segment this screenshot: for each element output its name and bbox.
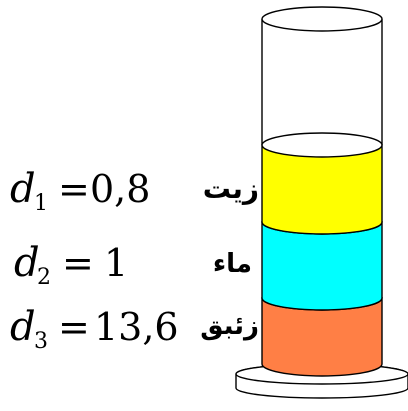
- substance-label: زئبق: [200, 311, 259, 341]
- density-symbol: d: [10, 166, 36, 212]
- equals-sign: =: [58, 167, 90, 211]
- label-row-mercury: d 3 = 13,6 زئبق: [10, 304, 259, 354]
- substance-label: زيت: [203, 172, 259, 205]
- density-symbol: d: [10, 304, 36, 350]
- label-row-oil: d 1 = 0,8 زيت: [10, 166, 259, 216]
- cylinder-empty-section: [261, 19, 383, 145]
- density-value: 13,6: [94, 305, 179, 349]
- density-value: 1: [104, 241, 128, 285]
- label-row-water: d 2 = 1 ماء: [14, 240, 252, 290]
- density-symbol: d: [14, 240, 40, 286]
- substance-label: ماء: [213, 249, 252, 279]
- density-subscript: 2: [37, 265, 51, 290]
- equals-sign: =: [58, 305, 90, 349]
- equals-sign: =: [62, 241, 94, 285]
- density-subscript: 1: [34, 191, 48, 216]
- density-value: 0,8: [90, 167, 150, 211]
- cylinder-rim: [261, 6, 383, 32]
- density-subscript: 3: [34, 329, 48, 354]
- layer-oil: [261, 132, 383, 235]
